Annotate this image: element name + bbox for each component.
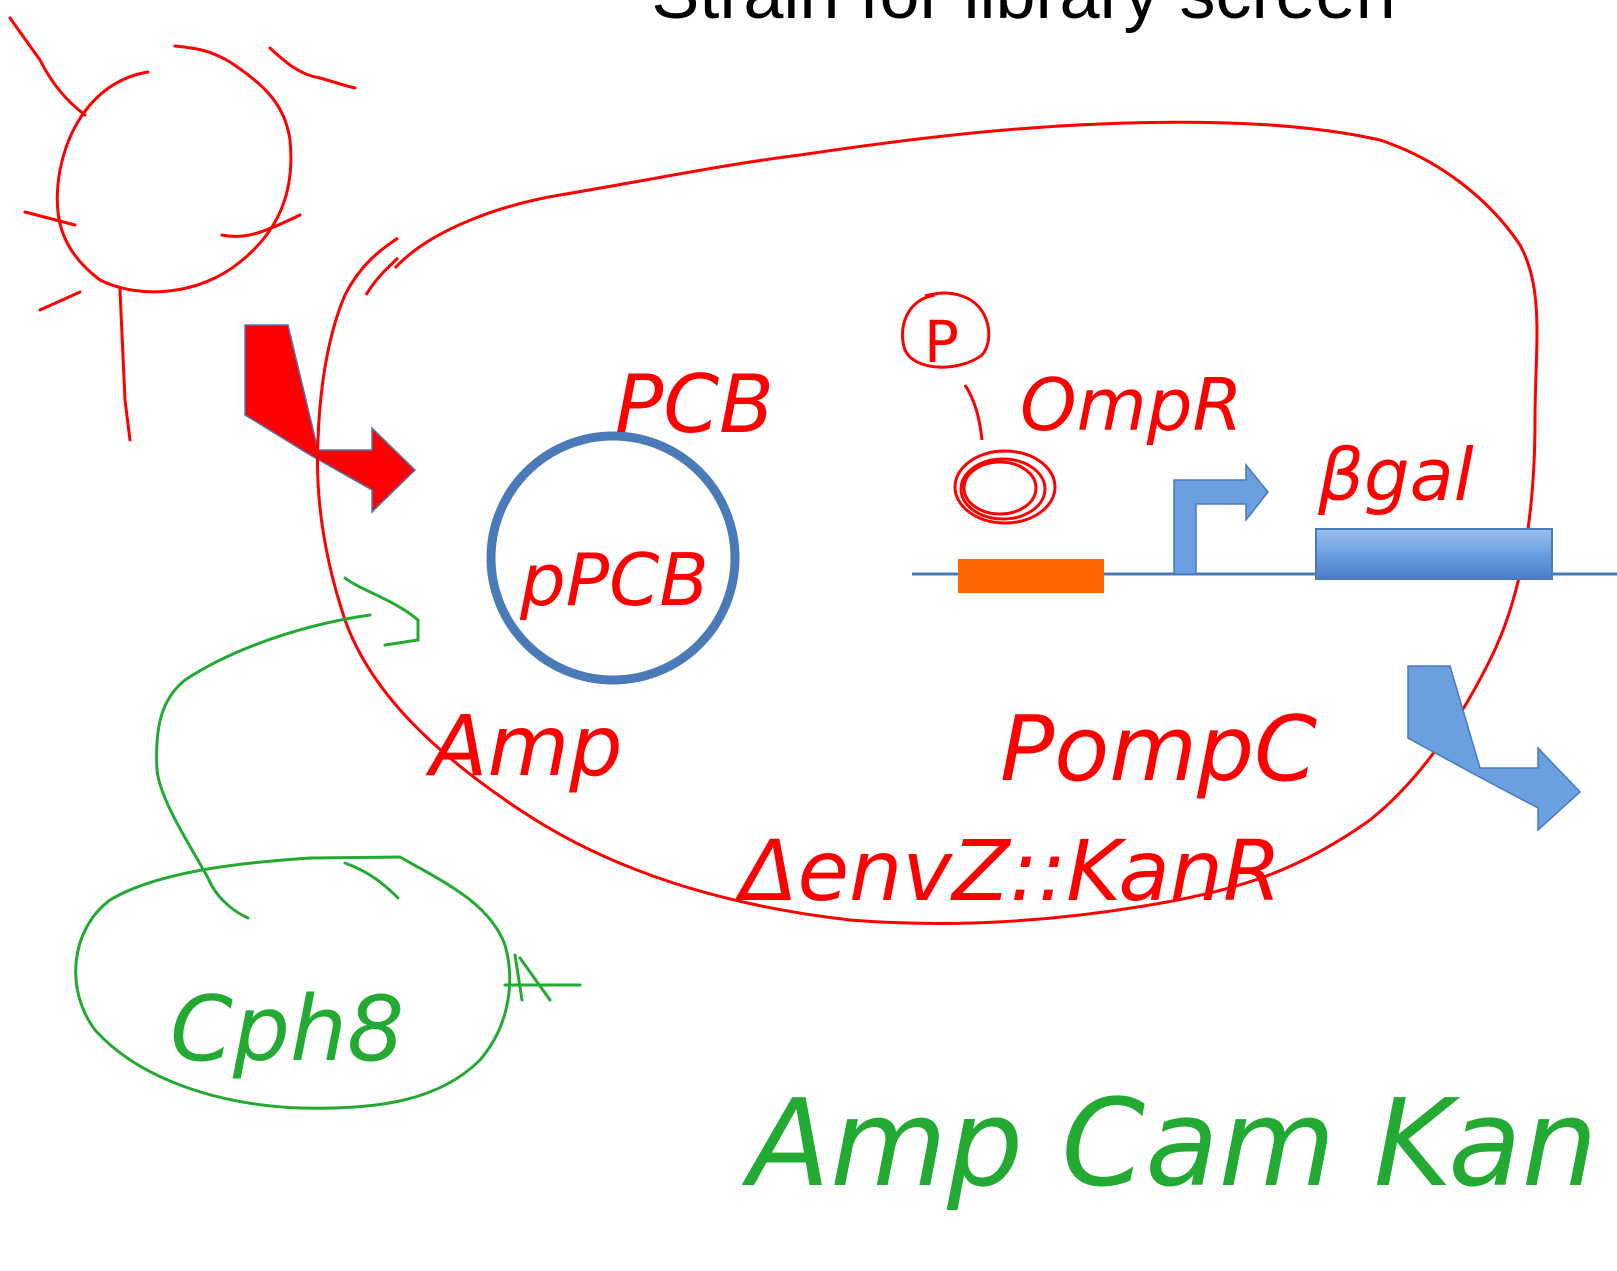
cell-outline-stroke [364, 256, 400, 296]
phospho-link [963, 384, 984, 441]
promoter-arrow-icon [1173, 462, 1269, 575]
gene-box [1315, 528, 1553, 580]
ompc-label: PompC [1000, 697, 1317, 802]
resistance-label: Amp Cam Kan [741, 1075, 1598, 1214]
cph8-label: Cph8 [170, 977, 404, 1082]
sun-icon [8, 16, 357, 442]
phospho-circle [901, 291, 991, 369]
pcb-label: PCB [615, 358, 774, 451]
plasmid-label: pPCB [519, 538, 709, 622]
operator-box [958, 559, 1104, 593]
ompr-protein [953, 449, 1057, 525]
light-arrow [244, 324, 417, 514]
envz-label: ΔenvZ::KanR [734, 822, 1281, 920]
amp-label: Amp [425, 697, 623, 795]
bgal-label: βgal [1317, 433, 1474, 517]
cph8-loop [74, 576, 582, 1110]
phospho-label: P [924, 308, 959, 376]
page-title: Strain for library screen [0, 0, 1617, 30]
output-arrow [1407, 665, 1582, 832]
ompr-label: OmpR [1020, 363, 1243, 447]
plasmid-ring [486, 431, 740, 685]
